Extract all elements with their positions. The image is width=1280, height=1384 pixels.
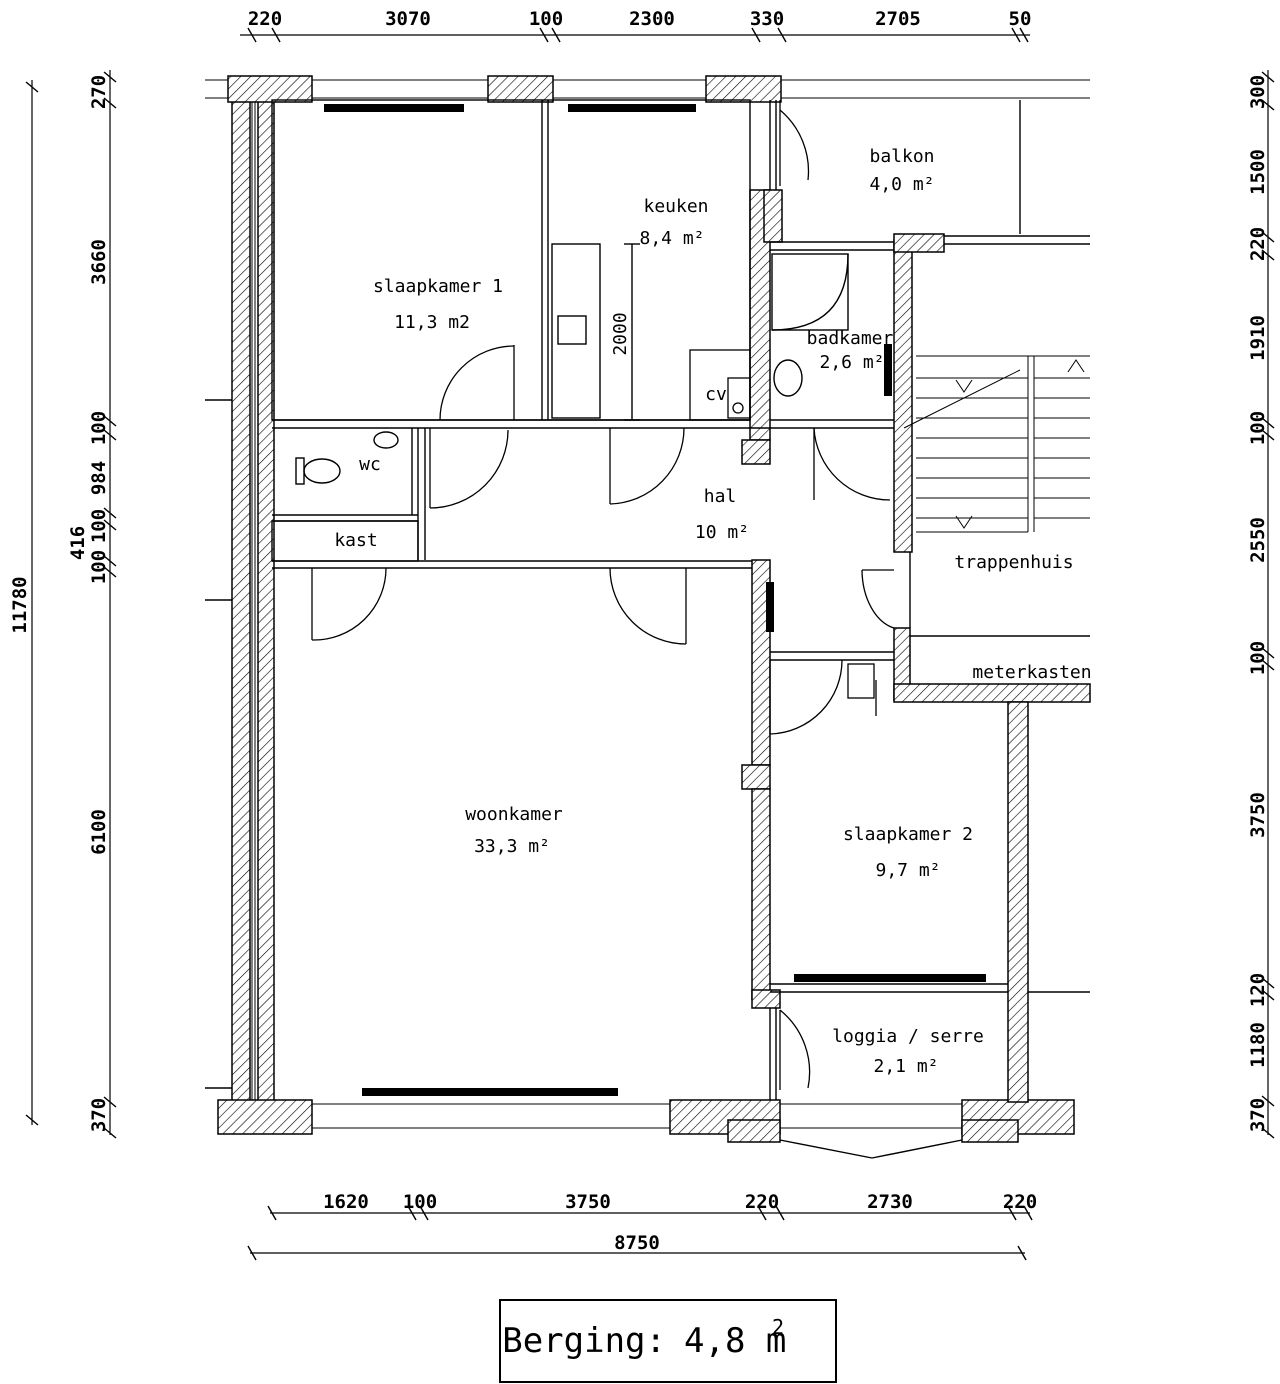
dim-right-6: 2550 [1247,517,1269,563]
radiators [324,104,986,1096]
room-wc-name: wc [359,454,381,475]
dim-right-10: 1180 [1247,1022,1269,1068]
dim-left-7: 6100 [88,809,110,855]
room-woonkamer-area: 33,3 m² [474,836,550,857]
bathroom-sink-icon [773,359,803,397]
room-slaapkamer1-area: 11,3 m2 [394,312,470,333]
door-swings [311,100,895,1090]
staircase [903,355,1090,533]
walls [205,75,1091,1143]
kitchen-counter [551,243,640,421]
dim-right-2: 1500 [1247,149,1269,195]
dim-top-2: 3070 [385,8,431,30]
berging-label: Berging: [502,1321,666,1361]
room-trappenhuis-name: trappenhuis [954,552,1073,573]
dim-right-5: 100 [1247,411,1269,445]
room-badkamer-area: 2,6 m² [819,352,884,373]
dim-left-8: 370 [88,1098,110,1132]
room-loggia-area: 2,1 m² [873,1056,938,1077]
dim-top-5: 330 [750,8,784,30]
berging-box [499,1299,837,1383]
dim-left-4: 984 [88,461,110,495]
room-cv-name: cv [705,384,727,405]
dim-top-4: 2300 [629,8,675,30]
dim-right-4: 1910 [1247,315,1269,361]
dim-left-5: 100 [88,509,110,543]
dim-left-3: 100 [88,411,110,445]
kitchen-dimension: 2000 [610,312,631,355]
dim-bottom-5: 2730 [867,1191,913,1213]
dim-top-3: 100 [529,8,563,30]
dim-right-7: 100 [1247,641,1269,675]
dim-right-1: 300 [1247,75,1269,109]
dim-left-1: 270 [88,75,110,109]
dim-bottom-4: 220 [745,1191,779,1213]
dim-right-11: 370 [1247,1098,1269,1132]
dim-bottom-1: 1620 [323,1191,369,1213]
berging-value: 4,8 m [684,1321,786,1361]
dim-left-2: 3660 [88,239,110,285]
dim-bottom-3: 3750 [565,1191,611,1213]
dim-left-total: 11780 [9,576,31,633]
room-woonkamer-name: woonkamer [465,804,563,825]
room-meterkasten-name: meterkasten [972,662,1091,683]
room-badkamer-name: badkamer [807,328,894,349]
cv-boiler [689,349,751,421]
dim-right-8: 3750 [1247,792,1269,838]
room-keuken-name: keuken [643,196,708,217]
dimension-lines [31,34,1269,1254]
room-hal-area: 10 m² [695,522,749,543]
dim-total-width: 8750 [614,1232,660,1254]
wc-sink-icon [373,431,399,449]
dimension-ticks [25,27,1275,1261]
dim-left-6: 100 [88,550,110,584]
interior-walls [205,99,1090,1159]
room-balkon-name: balkon [869,146,934,167]
room-keuken-area: 8,4 m² [639,228,704,249]
room-hal-name: hal [704,486,737,507]
dim-bottom-6: 220 [1003,1191,1037,1213]
dim-right-3: 220 [1247,227,1269,261]
dim-bottom-2: 100 [403,1191,437,1213]
dim-right-9: 120 [1247,973,1269,1007]
berging-sup: 2 [772,1315,784,1339]
room-slaapkamer2-area: 9,7 m² [875,860,940,881]
room-slaapkamer1-name: slaapkamer 1 [373,276,503,297]
room-slaapkamer2-name: slaapkamer 2 [843,824,973,845]
dim-left-small: 416 [67,526,89,560]
dim-top-1: 220 [248,8,282,30]
room-kast-name: kast [334,530,377,551]
shower [771,253,849,331]
room-loggia-name: loggia / serre [832,1026,984,1047]
dim-top-6: 2705 [875,8,921,30]
room-balkon-area: 4,0 m² [869,174,934,195]
toilet-icon [295,457,341,485]
dim-top-7: 50 [1009,8,1032,30]
